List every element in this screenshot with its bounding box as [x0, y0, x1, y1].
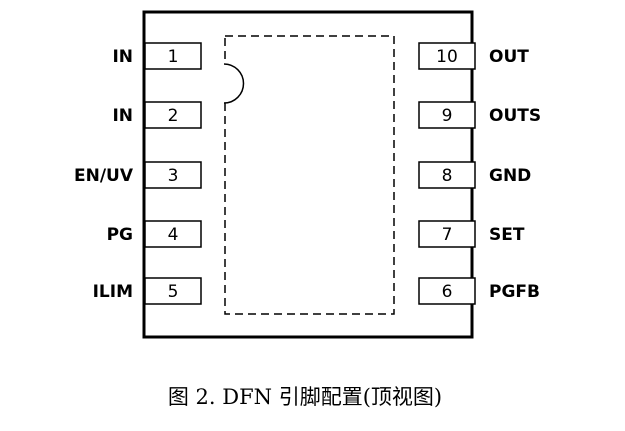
pin-3-pad [144, 161, 202, 189]
pin-8-number: 8 [442, 166, 453, 186]
pin-1-pad [144, 42, 202, 70]
pin-5-pad [144, 277, 202, 305]
pin-6-pad [418, 277, 476, 305]
pin-4-pad [144, 220, 202, 248]
pin-10-pad [418, 42, 476, 70]
pin-5-number: 5 [168, 282, 179, 302]
pin-2-label: IN [112, 106, 133, 126]
pin-6-label: PGFB [489, 282, 540, 302]
pin-5-label: ILIM [93, 282, 133, 302]
pin-2-pad [144, 101, 202, 129]
pin-2-number: 2 [168, 106, 179, 126]
pin1-notch-indicator [223, 63, 245, 104]
figure-caption: 图 2. DFN 引脚配置(顶视图) [168, 385, 442, 409]
pin-10-number: 10 [436, 47, 458, 67]
pin-1-label: IN [112, 47, 133, 67]
exposed-pad [224, 35, 395, 315]
pin-3-number: 3 [168, 166, 179, 186]
pin-9-label: OUTS [489, 106, 541, 126]
pin-7-label: SET [489, 225, 525, 245]
pin-9-pad [418, 101, 476, 129]
pin-4-number: 4 [168, 225, 179, 245]
pin-4-label: PG [107, 225, 133, 245]
pin-8-pad [418, 161, 476, 189]
pin-1-number: 1 [168, 47, 179, 67]
pin-7-pad [418, 220, 476, 248]
pin-10-label: OUT [489, 47, 529, 67]
pin-8-label: GND [489, 166, 531, 186]
pin-3-label: EN/UV [74, 166, 134, 186]
pin-6-number: 6 [442, 282, 453, 302]
pin-7-number: 7 [442, 225, 453, 245]
pin-9-number: 9 [442, 106, 453, 126]
